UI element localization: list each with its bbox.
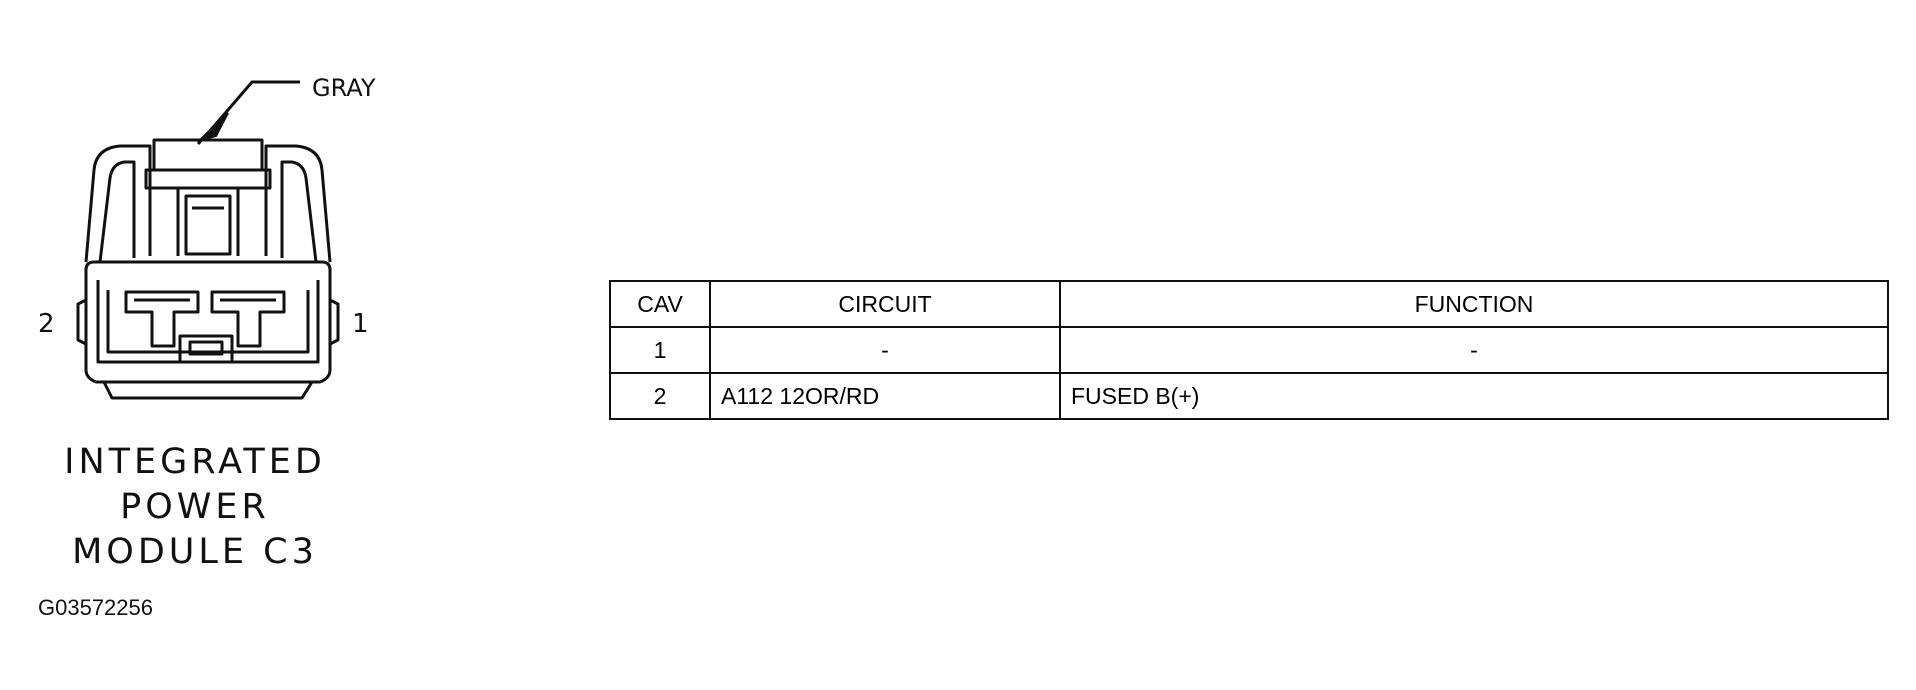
header-function: FUNCTION <box>1059 280 1889 328</box>
table-row: 2 A112 12OR/RD FUSED B(+) <box>609 372 1889 420</box>
table-row: 1 - - <box>609 326 1889 374</box>
pin-number-2: 2 <box>38 309 55 339</box>
title-line-1: INTEGRATED <box>64 442 326 482</box>
color-callout-label: GRAY <box>312 74 376 102</box>
cell-circuit: A112 12OR/RD <box>709 372 1061 420</box>
header-cav: CAV <box>609 280 711 328</box>
gray-callout-arrow <box>196 80 300 146</box>
cell-circuit: - <box>709 326 1061 374</box>
pin-number-1: 1 <box>352 309 369 339</box>
table-header-row: CAV CIRCUIT FUNCTION <box>609 280 1889 328</box>
title-line-2: POWER <box>120 487 270 527</box>
header-circuit: CIRCUIT <box>709 280 1061 328</box>
pinout-table: CAV CIRCUIT FUNCTION 1 - - 2 A112 12OR/R… <box>609 280 1889 420</box>
cell-function: - <box>1059 326 1889 374</box>
figure-id: G03572256 <box>38 595 153 620</box>
cell-cav: 2 <box>609 372 711 420</box>
cell-cav: 1 <box>609 326 711 374</box>
connector-housing <box>76 138 340 400</box>
title-line-3: MODULE C3 <box>72 532 318 572</box>
cell-function: FUSED B(+) <box>1059 372 1889 420</box>
connector-title: INTEGRATED POWER MODULE C3 <box>40 440 350 575</box>
